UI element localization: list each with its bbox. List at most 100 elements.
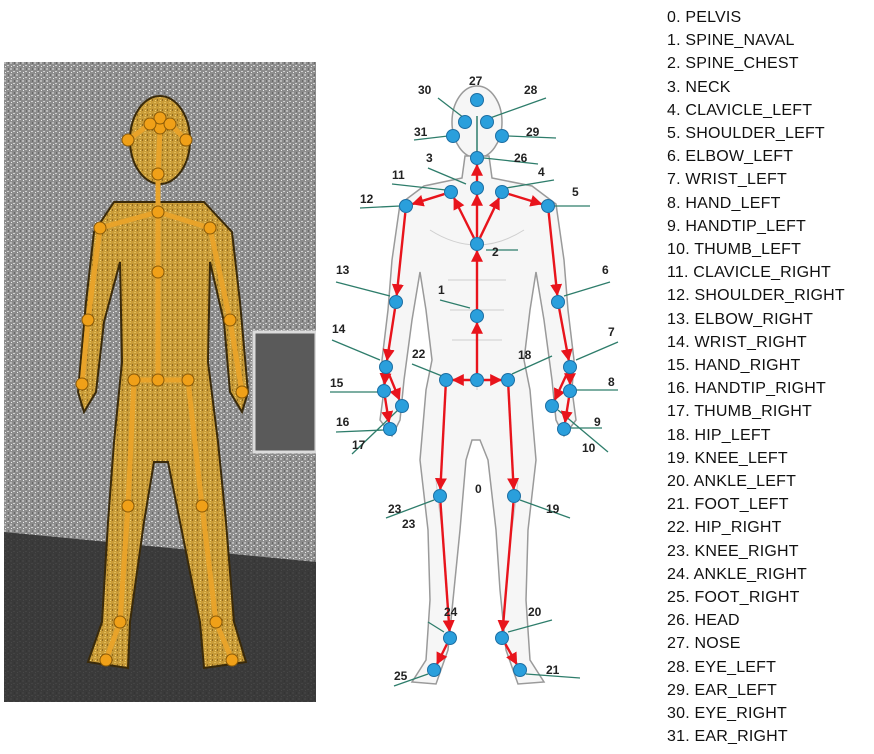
joint-number-label: 8 [608, 375, 615, 389]
joint-number-label: 23 [402, 517, 416, 531]
joint-list-item: 21. FOOT_LEFT [667, 493, 872, 516]
skeleton-joint [152, 374, 164, 386]
joint-list-item: 5. SHOULDER_LEFT [667, 122, 872, 145]
joint-dot [396, 400, 409, 413]
joint-dot [471, 152, 484, 165]
joint-list-item: 2. SPINE_CHEST [667, 52, 872, 75]
joint-list-item: 4. CLAVICLE_LEFT [667, 99, 872, 122]
joint-list-item: 7. WRIST_LEFT [667, 168, 872, 191]
joint-list-item: 24. ANKLE_RIGHT [667, 563, 872, 586]
skeleton-joint [152, 168, 164, 180]
joint-number-label: 28 [524, 83, 538, 97]
joint-list-item: 19. KNEE_LEFT [667, 447, 872, 470]
skeleton-bone [158, 128, 160, 174]
joint-dot [428, 664, 441, 677]
callout-line [360, 206, 400, 208]
skeleton-joint [152, 206, 164, 218]
joint-dot [496, 130, 509, 143]
skeleton-joint [114, 616, 126, 628]
joint-list-item: 22. HIP_RIGHT [667, 516, 872, 539]
skeleton-joint [152, 266, 164, 278]
joint-dot [440, 374, 453, 387]
skeleton-joint [226, 654, 238, 666]
joint-list-item: 3. NECK [667, 76, 872, 99]
joint-list-item: 23. KNEE_RIGHT [667, 540, 872, 563]
joint-list-item: 27. NOSE [667, 632, 872, 655]
joint-list-item: 26. HEAD [667, 609, 872, 632]
joint-number-label: 25 [394, 669, 408, 683]
joint-dot [502, 374, 515, 387]
joint-list-item: 28. EYE_LEFT [667, 656, 872, 679]
skeleton-joint [236, 386, 248, 398]
joint-dot [542, 200, 555, 213]
joint-list-item: 9. HANDTIP_LEFT [667, 215, 872, 238]
joint-number-label: 31 [414, 125, 428, 139]
joint-list-item: 12. SHOULDER_RIGHT [667, 284, 872, 307]
joint-dot [471, 374, 484, 387]
joint-dot [445, 186, 458, 199]
joint-number-label: 18 [518, 348, 532, 362]
joint-number-label: 9 [594, 415, 601, 429]
joint-number-label: 3 [426, 151, 433, 165]
joint-list-item: 16. HANDTIP_RIGHT [667, 377, 872, 400]
joint-number-label: 23 [388, 502, 402, 516]
joint-list-item: 25. FOOT_RIGHT [667, 586, 872, 609]
joint-list-item: 14. WRIST_RIGHT [667, 331, 872, 354]
joint-number-label: 6 [602, 263, 609, 277]
joint-number-label: 22 [412, 347, 426, 361]
joint-dot [434, 490, 447, 503]
skeleton-joint [100, 654, 112, 666]
joint-number-label: 11 [392, 168, 405, 182]
joint-number-label: 2 [492, 245, 499, 259]
joint-number-label: 4 [538, 165, 545, 179]
joint-number-label: 14 [332, 322, 346, 336]
joint-dot [471, 94, 484, 107]
skeleton-joint [76, 378, 88, 390]
callout-line [484, 158, 538, 164]
joint-diagram: 0123456789101112131415161718192021222323… [320, 60, 620, 700]
joint-dot [496, 632, 509, 645]
joint-list-item: 17. THUMB_RIGHT [667, 400, 872, 423]
skeleton-joint [224, 314, 236, 326]
joint-dot [552, 296, 565, 309]
joint-number-label: 15 [330, 376, 344, 390]
joint-number-label: 16 [336, 415, 350, 429]
joint-list-item: 6. ELBOW_LEFT [667, 145, 872, 168]
joint-dot [459, 116, 472, 129]
skeleton-joint [164, 118, 176, 130]
joint-number-label: 19 [546, 502, 560, 516]
joint-list-item: 10. THUMB_LEFT [667, 238, 872, 261]
joint-list-item: 30. EYE_RIGHT [667, 702, 872, 725]
joint-number-label: 7 [608, 325, 615, 339]
joint-list-item: 0. PELVIS [667, 6, 872, 29]
skeleton-joint [204, 222, 216, 234]
joint-dot [447, 130, 460, 143]
joint-number-label: 17 [352, 438, 366, 452]
joint-dot [564, 385, 577, 398]
joint-list-item: 15. HAND_RIGHT [667, 354, 872, 377]
callout-line [564, 282, 610, 296]
joint-number-label: 29 [526, 125, 540, 139]
bone-arrow [385, 374, 386, 384]
joint-list-item: 18. HIP_LEFT [667, 424, 872, 447]
skeleton-joint [82, 314, 94, 326]
joint-dot [481, 116, 494, 129]
joint-dot [390, 296, 403, 309]
joint-dot [514, 664, 527, 677]
skeleton-joint [196, 500, 208, 512]
joint-dot [380, 361, 393, 374]
skeleton-joint [180, 134, 192, 146]
joint-dot [384, 423, 397, 436]
joint-dot [378, 385, 391, 398]
joint-list-item: 31. EAR_RIGHT [667, 725, 872, 748]
background-object [254, 332, 316, 452]
joint-dot [508, 490, 521, 503]
joint-number-label: 21 [546, 663, 560, 677]
joint-number-label: 20 [528, 605, 542, 619]
joint-number-label: 27 [469, 74, 483, 88]
skeleton-joint [122, 500, 134, 512]
joint-number-label: 12 [360, 192, 374, 206]
joint-number-label: 24 [444, 605, 458, 619]
joint-dot [558, 423, 571, 436]
